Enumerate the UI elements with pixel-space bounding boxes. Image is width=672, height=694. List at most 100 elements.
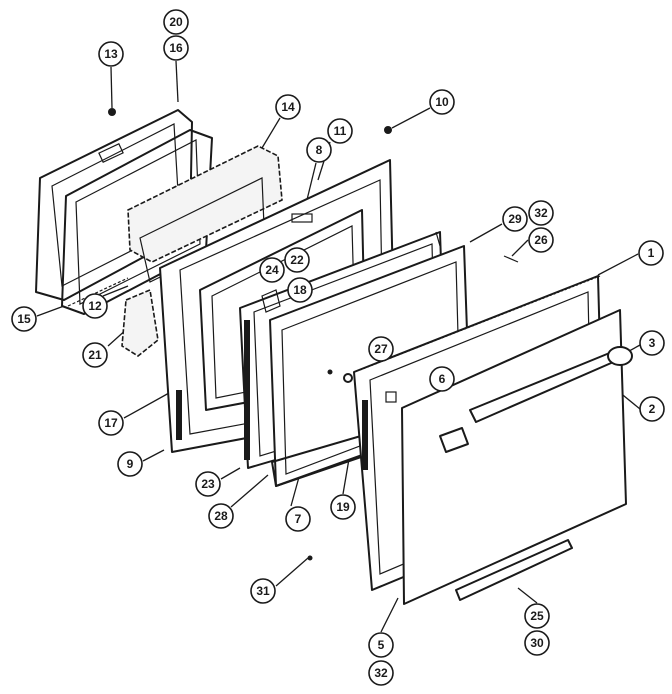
callout-30: 30 bbox=[524, 630, 550, 656]
callout-14: 14 bbox=[275, 94, 301, 120]
callout-32: 32 bbox=[368, 660, 394, 686]
callout-19: 19 bbox=[330, 494, 356, 520]
callout-22: 22 bbox=[284, 247, 310, 273]
callout-21: 21 bbox=[82, 342, 108, 368]
bottom-trim-strip bbox=[455, 539, 573, 601]
callout-circle bbox=[163, 9, 189, 35]
callout-label: 24 bbox=[265, 263, 279, 277]
callout-label: 19 bbox=[336, 500, 350, 514]
callout-label: 15 bbox=[17, 312, 31, 326]
fastener-31 bbox=[307, 555, 313, 561]
callout-3: 3 bbox=[639, 330, 665, 356]
callout-label: 29 bbox=[508, 212, 522, 226]
callout-circle bbox=[195, 471, 221, 497]
callout-label: 14 bbox=[281, 100, 295, 114]
callout-circle bbox=[429, 89, 455, 115]
callout-circle bbox=[368, 660, 394, 686]
callout-18: 18 bbox=[287, 277, 313, 303]
callout-24: 24 bbox=[259, 257, 285, 283]
fastener-27 bbox=[343, 373, 353, 383]
callout-10: 10 bbox=[429, 89, 455, 115]
callout-25: 25 bbox=[524, 603, 550, 629]
callout-circle bbox=[275, 94, 301, 120]
callout-circle bbox=[524, 630, 550, 656]
callout-9: 9 bbox=[117, 451, 143, 477]
callout-label: 27 bbox=[374, 342, 388, 356]
callout-circle bbox=[285, 506, 311, 532]
callout-label: 25 bbox=[530, 609, 544, 623]
callout-circle bbox=[82, 293, 108, 319]
insulation bbox=[121, 145, 283, 357]
door-handle bbox=[439, 346, 633, 453]
callout-label: 22 bbox=[290, 253, 304, 267]
callout-29: 29 bbox=[502, 206, 528, 232]
fastener-26 bbox=[503, 255, 519, 263]
callout-label: 26 bbox=[534, 233, 548, 247]
callout-circle bbox=[98, 41, 124, 67]
callout-circle bbox=[259, 257, 285, 283]
callout-26: 26 bbox=[528, 227, 554, 253]
callout-label: 20 bbox=[169, 15, 183, 29]
callout-6: 6 bbox=[429, 366, 455, 392]
fastener-10 bbox=[384, 126, 392, 134]
fasteners bbox=[108, 108, 519, 561]
callout-label: 18 bbox=[293, 283, 307, 297]
callout-circle bbox=[250, 578, 276, 604]
callout-13: 13 bbox=[98, 41, 124, 67]
callout-label: 21 bbox=[88, 348, 102, 362]
callout-circle bbox=[117, 451, 143, 477]
callout-15: 15 bbox=[11, 306, 37, 332]
outer-door-panel bbox=[401, 309, 627, 605]
callout-circle bbox=[429, 366, 455, 392]
callout-label: 13 bbox=[104, 47, 118, 61]
callout-label: 31 bbox=[256, 584, 270, 598]
callout-label: 7 bbox=[295, 512, 302, 526]
callout-circle bbox=[502, 206, 528, 232]
fastener-7 bbox=[327, 369, 333, 375]
callout-12: 12 bbox=[82, 293, 108, 319]
callout-circle bbox=[368, 336, 394, 362]
callout-1: 1 bbox=[638, 240, 664, 266]
callout-circle bbox=[208, 503, 234, 529]
callout-32: 32 bbox=[528, 200, 554, 226]
callout-label: 5 bbox=[378, 638, 385, 652]
callout-circle bbox=[368, 632, 394, 658]
callout-circle bbox=[163, 35, 189, 61]
callout-label: 9 bbox=[127, 457, 134, 471]
callout-circle bbox=[524, 603, 550, 629]
callout-circle bbox=[330, 494, 356, 520]
callout-11: 11 bbox=[327, 118, 353, 144]
callout-label: 6 bbox=[439, 372, 446, 386]
callout-circle bbox=[82, 342, 108, 368]
callout-2: 2 bbox=[639, 396, 665, 422]
callout-circle bbox=[639, 396, 665, 422]
callout-circle bbox=[98, 410, 124, 436]
callout-label: 11 bbox=[334, 124, 347, 138]
callout-circle bbox=[284, 247, 310, 273]
callout-label: 2 bbox=[649, 402, 656, 416]
callout-20: 20 bbox=[163, 9, 189, 35]
callout-8: 8 bbox=[306, 137, 332, 163]
callout-16: 16 bbox=[163, 35, 189, 61]
callout-label: 32 bbox=[534, 206, 548, 220]
callout-label: 23 bbox=[201, 477, 215, 491]
callout-7: 7 bbox=[285, 506, 311, 532]
callout-label: 10 bbox=[435, 95, 449, 109]
callout-label: 12 bbox=[88, 299, 102, 313]
callout-28: 28 bbox=[208, 503, 234, 529]
callout-label: 28 bbox=[214, 509, 228, 523]
callout-circle bbox=[11, 306, 37, 332]
callout-circle bbox=[528, 200, 554, 226]
callout-circle bbox=[327, 118, 353, 144]
fastener-13 bbox=[108, 108, 116, 116]
callout-23: 23 bbox=[195, 471, 221, 497]
callout-label: 17 bbox=[104, 416, 118, 430]
callout-31: 31 bbox=[250, 578, 276, 604]
callout-circle bbox=[306, 137, 332, 163]
callout-17: 17 bbox=[98, 410, 124, 436]
callout-label: 8 bbox=[316, 143, 323, 157]
callout-circle bbox=[639, 330, 665, 356]
callout-label: 32 bbox=[374, 666, 388, 680]
callout-27: 27 bbox=[368, 336, 394, 362]
